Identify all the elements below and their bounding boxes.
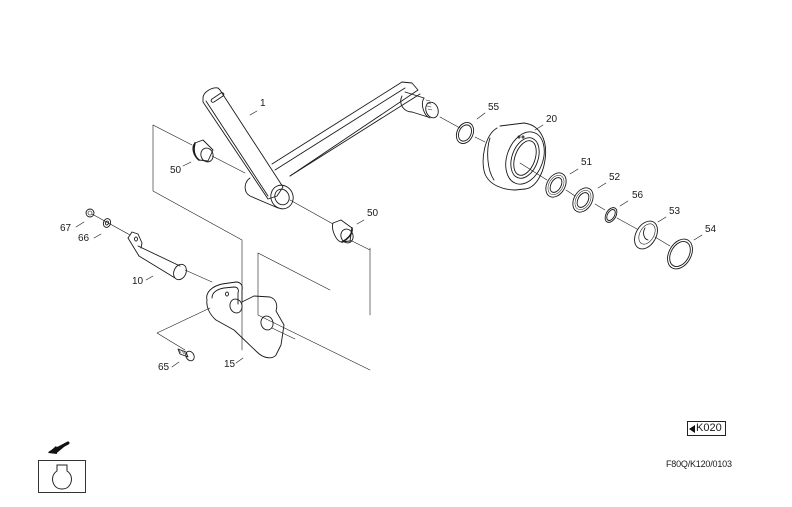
callout-part-20[interactable]: 20 — [546, 114, 558, 125]
part-1-swing-arm[interactable] — [202, 81, 440, 213]
part-15-mounting-bracket[interactable] — [206, 281, 285, 359]
part-20-roller-wheel[interactable] — [482, 122, 551, 191]
callout-part-66[interactable]: 66 — [78, 233, 90, 244]
callout-part-52[interactable]: 52 — [609, 172, 621, 183]
callout-part-65[interactable]: 65 — [158, 362, 170, 373]
arrow-down-left-icon — [48, 441, 70, 454]
callout-part-15[interactable]: 15 — [224, 359, 236, 370]
part-51-bearing[interactable] — [542, 169, 571, 201]
assembly-guide-lines — [91, 116, 671, 371]
part-55-seal-ring[interactable] — [453, 120, 477, 147]
part-50-bushing-left[interactable] — [192, 139, 215, 164]
part-66-washer[interactable] — [102, 218, 112, 229]
part-50-bushing-right[interactable] — [332, 219, 355, 245]
part-56-circlip[interactable] — [603, 206, 620, 225]
left-triangle-icon — [689, 424, 695, 433]
part-10-pivot-pin[interactable] — [127, 231, 189, 282]
part-52-bearing[interactable] — [569, 184, 598, 216]
callout-part-51[interactable]: 51 — [581, 157, 593, 168]
callout-part-50[interactable]: 50 — [170, 165, 182, 176]
part-54-snap-ring[interactable] — [662, 235, 697, 274]
callout-part-54[interactable]: 54 — [705, 224, 717, 235]
machine-outline-icon — [52, 464, 72, 490]
callout-part-53[interactable]: 53 — [669, 206, 681, 217]
callout-part-50[interactable]: 50 — [367, 208, 379, 219]
view-direction-box — [38, 460, 86, 493]
callout-part-10[interactable]: 10 — [132, 276, 144, 287]
callout-part-55[interactable]: 55 — [488, 102, 500, 113]
callout-part-1[interactable]: 1 — [260, 98, 266, 109]
part-67-nut[interactable] — [85, 208, 95, 218]
drawing-code: F80Q/K120/0103 — [666, 459, 732, 469]
callout-leader-lines — [75, 110, 703, 368]
part-65-bolt[interactable] — [177, 348, 196, 362]
part-53-cover-plate[interactable] — [630, 217, 662, 253]
callout-part-56[interactable]: 56 — [632, 190, 644, 201]
callout-part-67[interactable]: 67 — [60, 223, 72, 234]
reference-link-k020[interactable]: K020 — [687, 421, 726, 436]
reference-link-label: K020 — [696, 422, 722, 434]
